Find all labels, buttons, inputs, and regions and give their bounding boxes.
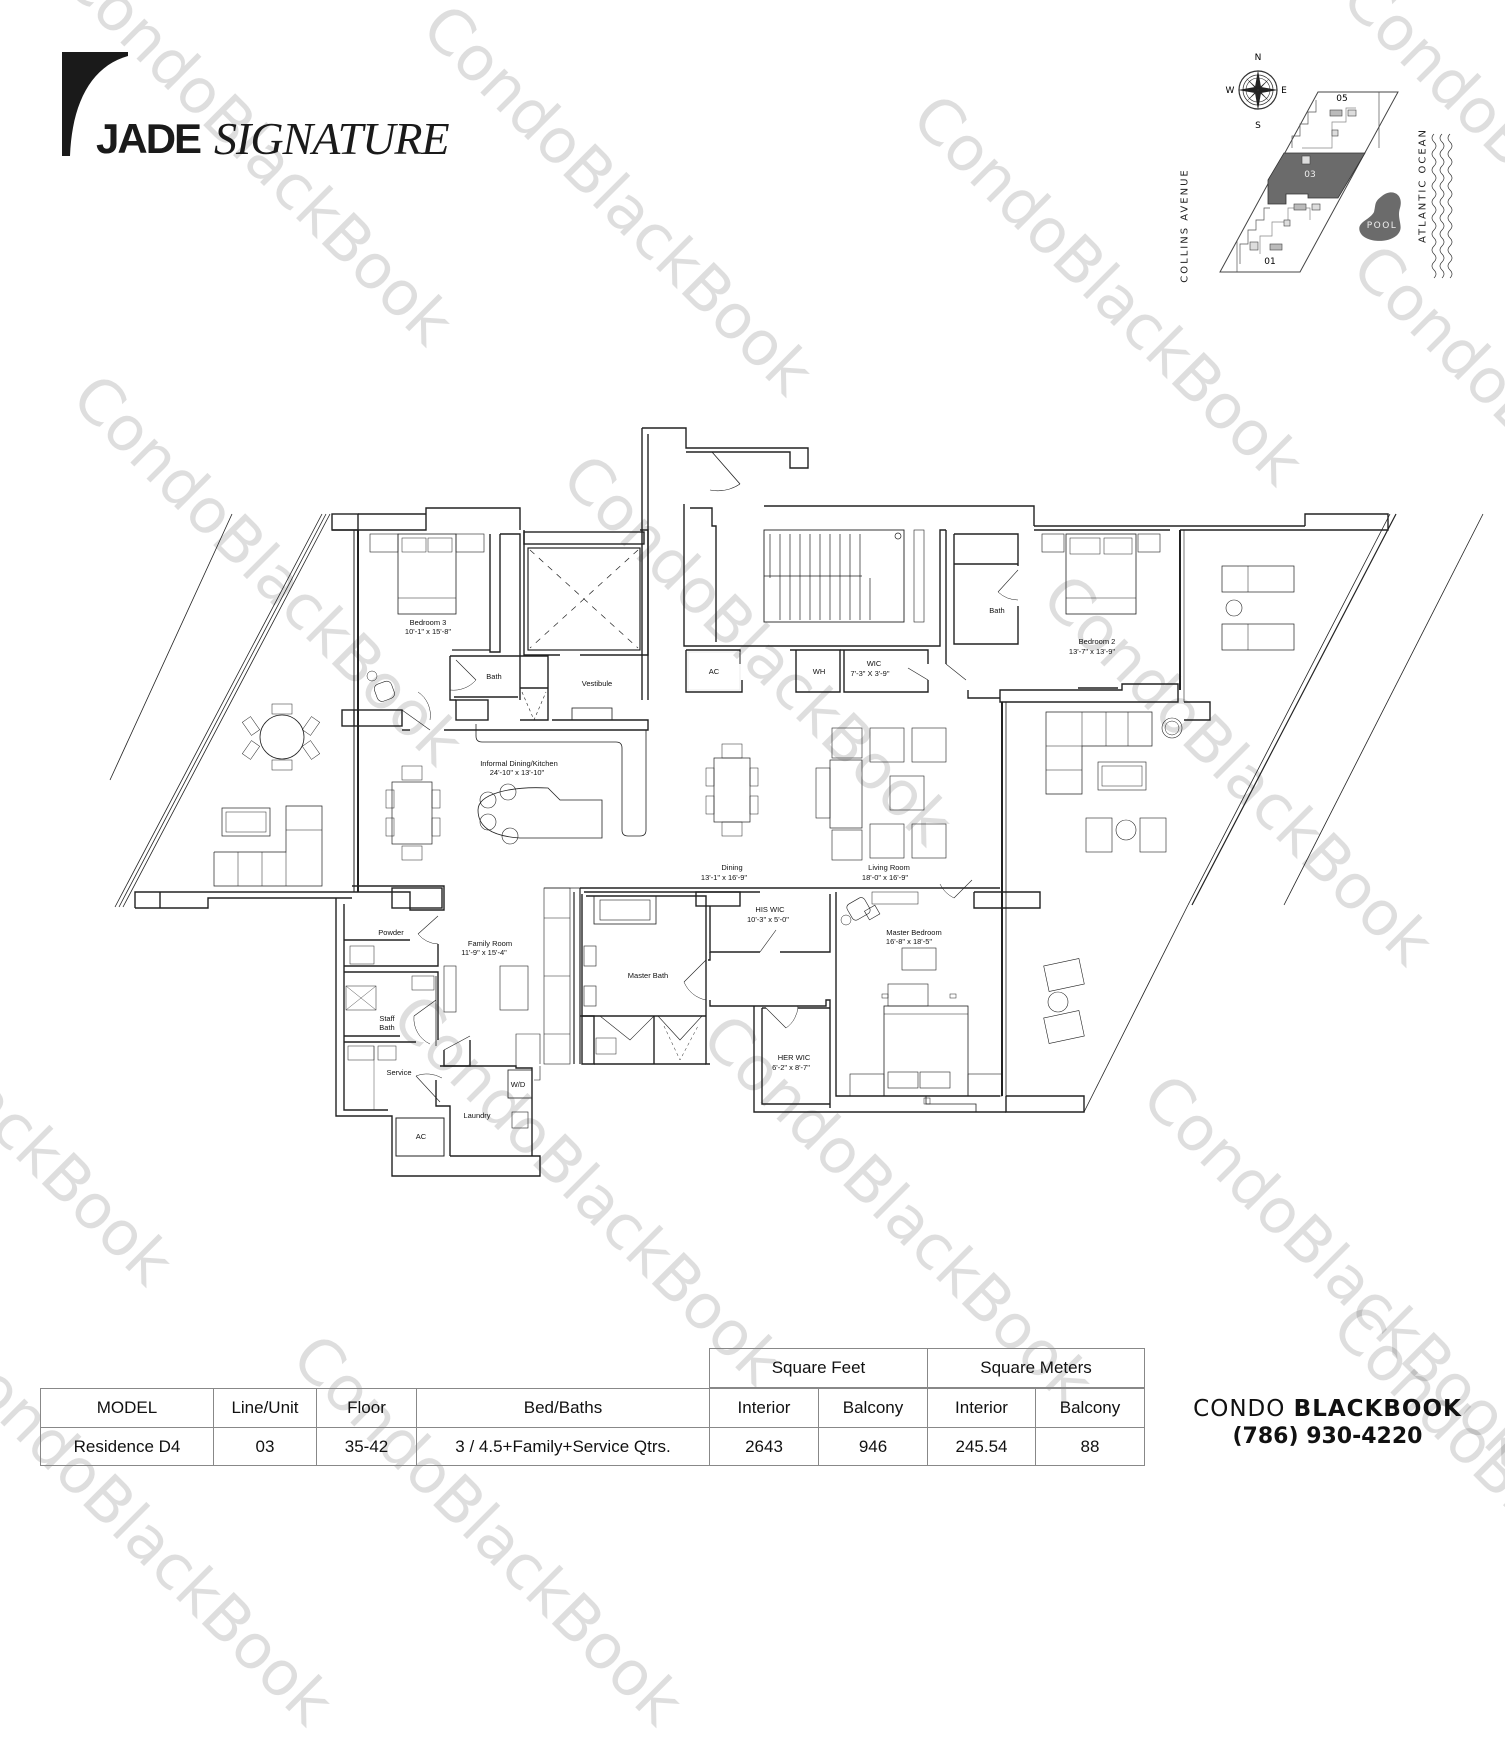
room-label-bath-bedroom-3: Bath [486,672,501,681]
cell-line-unit: 03 [213,1427,317,1466]
cell-sqft-balcony: 946 [818,1427,928,1466]
room-label-laundry: Laundry [463,1111,490,1120]
room-label-family-room: Family Room [468,939,512,948]
area-header-table: Square Feet Square Meters [709,1348,1145,1388]
room-dims-his-wic: 10'-3" x 5'-0" [747,915,789,924]
header-square-meters: Square Meters [927,1348,1145,1388]
col-line-unit: Line/Unit [213,1388,317,1428]
header-square-feet: Square Feet [709,1348,928,1388]
col-floor: Floor [316,1388,417,1428]
logo-word-jade: JADE [96,115,202,162]
room-dims-bedroom-2: 13'-7" x 13'-9" [1069,647,1115,656]
room-label-his-wic: HIS WIC [755,905,785,914]
room-label-bedroom-2: Bedroom 2 [1079,637,1116,646]
watermark: CondoBlackBook [278,1320,698,1739]
room-label-living-room: Living Room [868,863,910,872]
atlantic-ocean-label: ATLANTIC OCEAN [1417,128,1429,244]
watermark: CondoBlackBook [1318,1290,1505,1710]
pool-label: POOL [1367,221,1398,231]
jade-signature-logo: JADE SIGNATURE [62,52,482,162]
room-label-staff-bath-2: Bath [379,1023,394,1032]
compass-w: W [1226,86,1235,96]
logo-mark-icon [62,52,128,156]
brand-phone[interactable]: (786) 930-4220 [1232,1424,1423,1449]
cell-floor: 35-42 [316,1427,417,1466]
room-label-service: Service [386,1068,411,1077]
room-label-master-bedroom: Master Bedroom [886,928,941,937]
room-dims-informal-dining-kitchen: 24'-10" x 13'-10" [490,768,545,777]
building-keyplan: N S E W 05 03 01 POOL [1160,44,1460,283]
col-model: MODEL [40,1388,214,1428]
room-label-bath-bedroom-2: Bath [989,606,1004,615]
col-sqm-interior: Interior [927,1388,1036,1428]
compass-rose-icon [1238,70,1278,110]
col-bed-baths: Bed/Baths [416,1388,710,1428]
room-dims-family-room: 11'-9" x 15'-4" [461,948,507,957]
room-label-powder: Powder [378,928,404,937]
compass-e: E [1281,86,1287,96]
col-sqft-interior: Interior [709,1388,819,1428]
unit-05-label: 05 [1336,94,1347,104]
condo-blackbook-brand: CONDO BLACKBOOK (786) 930-4220 [1160,1396,1495,1449]
ocean-waves-icon [1431,133,1453,279]
room-dims-master-bedroom: 16'-8" x 18'-5" [886,937,932,946]
room-dims-dining: 13'-1" x 16'-9" [701,873,747,882]
brand-blackbook: BLACKBOOK [1293,1396,1462,1422]
brand-condo: CONDO [1193,1396,1294,1422]
compass-n: N [1255,53,1262,63]
cell-sqm-interior: 245.54 [927,1427,1036,1466]
cell-sqm-balcony: 88 [1035,1427,1145,1466]
room-label-wic: WIC [867,659,882,668]
room-label-wh: WH [813,667,826,676]
room-label-her-wic: HER WIC [778,1053,811,1062]
unit-03-highlight [1267,152,1366,205]
watermark: CondoBlackBook [0,1320,348,1739]
cell-bed-baths: 3 / 4.5+Family+Service Qtrs. [416,1427,710,1466]
cell-model: Residence D4 [40,1427,214,1466]
unit-specs-table: MODEL Line/Unit Floor Bed/Baths Interior… [40,1388,1145,1466]
room-label-ac-north: AC [709,667,720,676]
room-dims-her-wic: 6'-2" x 8'-7" [772,1063,810,1072]
cell-sqft-interior: 2643 [709,1427,819,1466]
room-label-vestibule: Vestibule [582,679,612,688]
room-label-ac-south: AC [416,1132,427,1141]
room-label-dining: Dining [721,863,742,872]
collins-avenue-label: COLLINS AVENUE [1179,168,1191,283]
floor-plan: Bedroom 3 10'-1" x 15'-8" Bath Vestibule… [100,420,1500,1190]
col-sqft-balcony: Balcony [818,1388,928,1428]
col-sqm-balcony: Balcony [1035,1388,1145,1428]
room-label-staff-bath: Staff [379,1014,395,1023]
unit-01-label: 01 [1264,257,1275,267]
pool-icon [1359,192,1401,241]
room-label-informal-dining-kitchen: Informal Dining/Kitchen [480,759,558,768]
table-row: Residence D4 03 35-42 3 / 4.5+Family+Ser… [40,1427,1145,1466]
unit-03-label: 03 [1304,170,1315,180]
room-dims-wic: 7'-3" X 3'-9" [850,669,889,678]
room-dims-bedroom-3: 10'-1" x 15'-8" [405,627,451,636]
room-dims-living-room: 18'-0" x 16'-9" [862,873,908,882]
room-label-wd: W/D [511,1080,526,1089]
room-label-master-bath: Master Bath [628,971,668,980]
compass-s: S [1255,121,1261,131]
room-label-bedroom-3: Bedroom 3 [410,618,447,627]
logo-word-signature: SIGNATURE [214,113,450,164]
